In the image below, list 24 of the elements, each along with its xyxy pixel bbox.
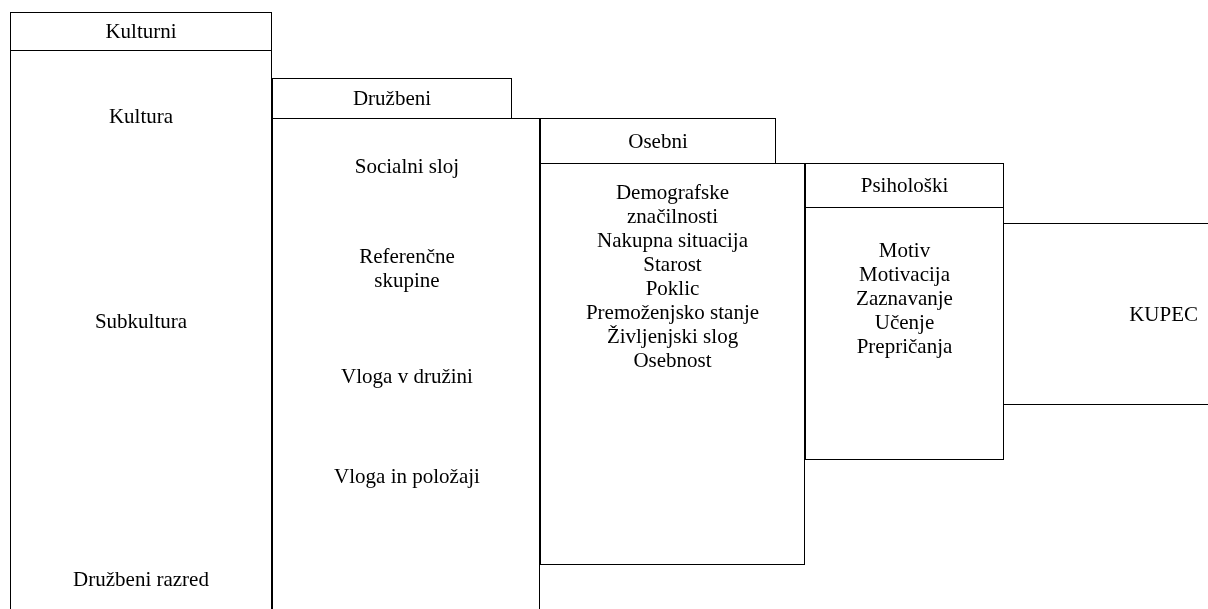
factor-item: Premoženjsko stanje — [585, 300, 760, 324]
factor-item: Demografske značilnosti — [614, 180, 731, 228]
heading-tab: Kulturni — [10, 12, 272, 51]
factor-item: Socialni sloj — [353, 154, 461, 178]
factor-item: Učenje — [874, 310, 935, 334]
factor-item: Kultura — [107, 104, 175, 128]
factor-item: Življenjski slog — [606, 324, 739, 348]
factor-item: Vloga v družini — [340, 364, 474, 388]
heading-tab: Osebni — [540, 118, 776, 164]
customer-label: KUPEC — [1129, 301, 1198, 327]
factor-item: Družbeni razred — [72, 567, 210, 591]
factor-item: Referenčne skupine — [358, 244, 456, 292]
factor-item: Starost — [643, 252, 702, 276]
factor-item: Poklic — [645, 276, 700, 300]
factor-item: Prepričanja — [856, 334, 953, 358]
factor-item: Motivacija — [859, 262, 950, 286]
factor-item: Vloga in položaji — [333, 464, 481, 488]
heading-tab: Družbeni — [272, 78, 512, 119]
factor-item: Motiv — [878, 238, 931, 262]
factor-item: Nakupna situacija — [597, 228, 748, 252]
factor-item: Zaznavanje — [856, 286, 953, 310]
factor-item: Osebnost — [633, 348, 712, 372]
heading-tab: Psihološki — [805, 163, 1004, 208]
factor-item: Subkultura — [93, 309, 189, 333]
